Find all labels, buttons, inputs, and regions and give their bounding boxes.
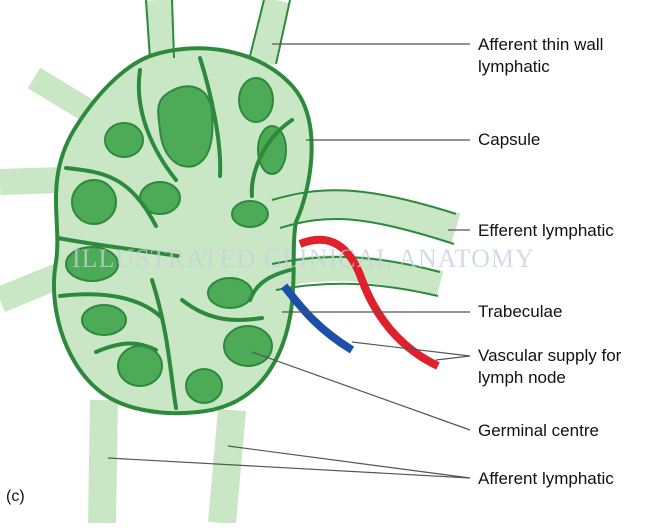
follicle <box>104 122 144 158</box>
vein <box>280 283 355 354</box>
label-afferent-thin-wall: Afferent thin wall lymphatic <box>478 34 603 78</box>
label-germinal-centre: Germinal centre <box>478 421 599 440</box>
afferent-vessel-top-left <box>145 0 175 61</box>
trabecula <box>248 268 292 302</box>
trabecula <box>136 68 178 182</box>
leader-germinal <box>251 351 471 431</box>
leader-afferent-right <box>227 445 471 479</box>
afferent-vessel-left-bottom <box>0 263 63 313</box>
afferent-vessel-bottom-right <box>208 408 246 525</box>
afferent-vessel-top-right <box>249 0 289 65</box>
follicle <box>185 368 223 404</box>
watermark: ILLUSTRATED CLINICAL ANATOMY <box>72 244 535 273</box>
trabecula <box>58 292 164 320</box>
follicle <box>117 345 163 387</box>
germinal-centres <box>65 77 287 404</box>
label-line: lymph node <box>478 368 566 387</box>
leader-afferent-left <box>107 457 471 479</box>
label-trabeculae: Trabeculae <box>478 302 563 321</box>
afferent-vessel-left-mid <box>0 167 63 195</box>
trabecula <box>198 56 223 178</box>
label-efferent-lymphatic: Efferent lymphatic <box>478 221 614 240</box>
leader-vascular-artery <box>435 355 471 361</box>
trabecula <box>249 118 294 198</box>
follicle <box>71 179 117 225</box>
trabecula <box>180 298 264 323</box>
leader-lines <box>107 43 471 479</box>
follicle <box>257 125 287 175</box>
label-line: Vascular supply for <box>478 346 622 365</box>
follicle <box>223 325 273 367</box>
follicle <box>238 77 274 123</box>
label-line: Afferent thin wall <box>478 35 604 54</box>
trabecula <box>150 278 178 410</box>
follicle <box>81 304 127 336</box>
trabeculae <box>56 56 294 410</box>
trabecula <box>64 166 158 228</box>
panel-label: (c) <box>6 488 25 505</box>
follicle <box>231 200 269 228</box>
artery <box>298 235 440 370</box>
trabecula <box>56 236 180 258</box>
leader-vascular-vein <box>351 341 471 357</box>
follicle <box>157 85 214 168</box>
label-vascular-supply: Vascular supply for lymph node <box>478 345 621 389</box>
trabecula <box>94 341 158 354</box>
follicle <box>207 277 253 309</box>
label-line: lymphatic <box>478 57 550 76</box>
label-capsule: Capsule <box>478 130 541 149</box>
follicle <box>65 246 119 282</box>
label-afferent-lymphatic: Afferent lymphatic <box>478 469 614 488</box>
afferent-vessel-bottom-left <box>88 399 118 524</box>
